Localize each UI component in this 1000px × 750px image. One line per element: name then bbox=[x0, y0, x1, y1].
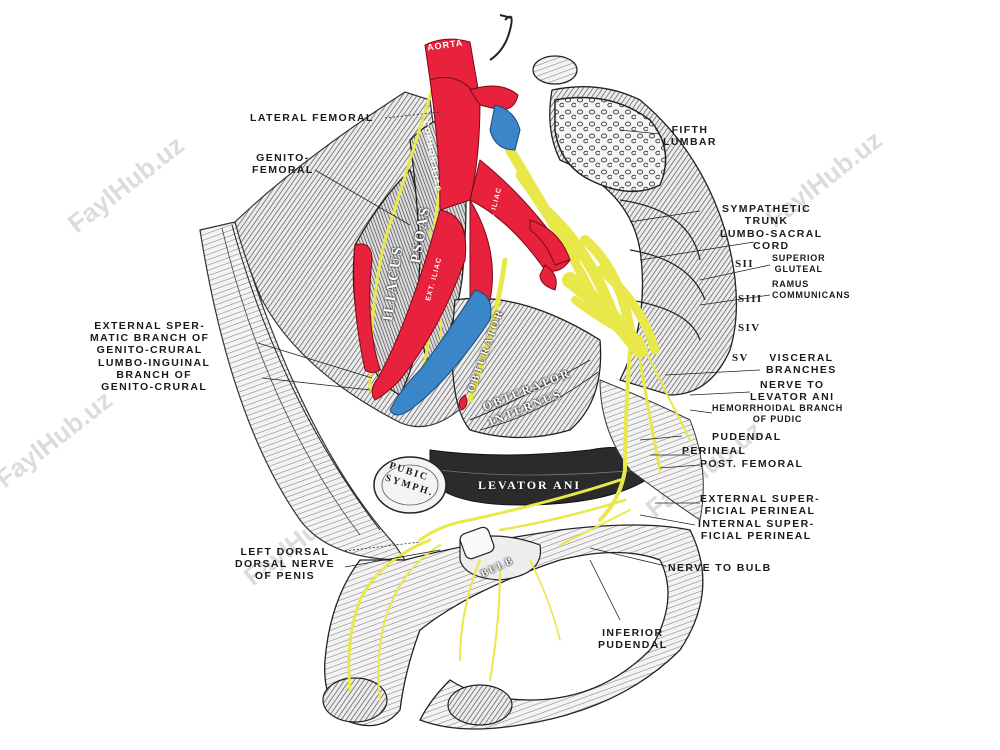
vertebra-cap bbox=[532, 55, 578, 85]
label-line: OF PENIS bbox=[254, 570, 316, 582]
post-femoral-label: POST. FEMORAL bbox=[700, 458, 804, 470]
label-line: VISCERAL bbox=[769, 352, 834, 364]
nerve-to-bulb-label: NERVE TO BULB bbox=[668, 562, 772, 574]
label-line: BRANCHES bbox=[766, 364, 837, 376]
lumbo-sacral-label: LUMBO-SACRAL CORD bbox=[720, 228, 823, 252]
glans-right bbox=[447, 684, 513, 726]
label-line: MATIC BRANCH OF bbox=[90, 332, 210, 344]
visceral-branches-label: VISCERAL BRANCHES bbox=[766, 352, 837, 376]
label-line: PUDENDAL bbox=[598, 639, 668, 651]
arteries bbox=[353, 38, 571, 411]
leader-lines bbox=[257, 111, 771, 621]
label-line: INTERNAL SUPER- bbox=[698, 518, 815, 530]
label-line: GLUTEAL bbox=[774, 264, 823, 274]
veins bbox=[389, 104, 521, 416]
left-dorsal-label: LEFT DORSAL DORSAL NERVE OF PENIS bbox=[235, 546, 335, 582]
perineal-label: PERINEAL bbox=[682, 445, 747, 457]
label-line: BRANCH OF bbox=[116, 369, 192, 381]
label-line: LUMBAR bbox=[663, 136, 717, 148]
label-line: INFERIOR bbox=[602, 627, 664, 639]
lumbo-inguinal-label: LUMBO-INGUINAL BRANCH OF GENITO-CRURAL bbox=[98, 357, 210, 393]
label-line: TRUNK bbox=[744, 215, 789, 227]
label-line: SUPERIOR bbox=[772, 253, 826, 263]
label-line: GENITO- bbox=[256, 152, 310, 164]
ramus-communicans-label: RAMUS COMMUNICANS bbox=[772, 279, 850, 301]
s2-label: SII bbox=[735, 258, 754, 270]
s4-label: SIV bbox=[738, 322, 761, 334]
lateral-femoral-label: LATERAL FEMORAL bbox=[250, 112, 374, 124]
sympathetic-trunk-label: SYMPATHETIC TRUNK bbox=[722, 203, 811, 227]
levator-ani-label: LEVATOR ANI bbox=[478, 478, 582, 492]
genito-femoral-label: GENITO- FEMORAL bbox=[252, 152, 314, 176]
label-line: EXTERNAL SPER- bbox=[94, 320, 206, 332]
retractor-hook bbox=[489, 15, 513, 61]
fifth-lumbar-label: FIFTH LUMBAR bbox=[663, 124, 717, 148]
external-iliac-vein bbox=[389, 289, 492, 416]
pubic-symphysis bbox=[373, 456, 447, 514]
pudendal-label: PUDENDAL bbox=[712, 431, 782, 443]
fifth-lumbar-vertebra bbox=[554, 96, 667, 193]
label-line: GENITO-CRURAL bbox=[101, 381, 208, 393]
label-line: LUMBO-SACRAL bbox=[720, 228, 823, 240]
nerve-to-levator-label: NERVE TO LEVATOR ANI bbox=[750, 379, 834, 403]
label-line: SYMPATHETIC bbox=[722, 203, 812, 215]
inferior-pudendal-label: INFERIOR PUDENDAL bbox=[598, 627, 668, 651]
label-line: HEMORRHOIDAL BRANCH bbox=[712, 403, 844, 413]
ext-superficial-perineal-label: EXTERNAL SUPER- FICIAL PERINEAL bbox=[700, 493, 820, 517]
label-line: COMMUNICANS bbox=[772, 290, 851, 300]
superior-gluteal-label: SUPERIOR GLUTEAL bbox=[772, 253, 825, 275]
right-common-iliac-vein bbox=[489, 104, 521, 151]
label-line: EXTERNAL SUPER- bbox=[700, 493, 820, 505]
common-iliac-artery bbox=[429, 77, 481, 211]
label-line: FEMORAL bbox=[252, 164, 314, 176]
label-line: CORD bbox=[753, 240, 790, 252]
int-superficial-perineal-label: INTERNAL SUPER- FICIAL PERINEAL bbox=[698, 518, 814, 542]
label-line: OF PUDIC bbox=[752, 414, 803, 424]
abdominal-wall bbox=[199, 221, 407, 561]
s3-label: SIII bbox=[738, 293, 763, 305]
glans-left bbox=[322, 677, 388, 723]
label-line: NERVE TO bbox=[759, 379, 825, 391]
label-line: FIFTH bbox=[671, 124, 709, 136]
s5-label: SV bbox=[732, 352, 749, 364]
hemorrhoidal-label: HEMORRHOIDAL BRANCH OF PUDIC bbox=[712, 403, 843, 425]
label-line: GENITO-CRURAL bbox=[96, 344, 203, 356]
label-line: LUMBO-INGUINAL bbox=[98, 357, 211, 369]
external-spermatic-label: EXTERNAL SPER- MATIC BRANCH OF GENITO-CR… bbox=[90, 320, 209, 356]
label-line: FICIAL PERINEAL bbox=[704, 505, 816, 517]
label-line: RAMUS bbox=[772, 279, 809, 289]
label-line: LEFT DORSAL bbox=[240, 546, 330, 558]
external-iliac-artery bbox=[371, 209, 467, 401]
label-line: DORSAL NERVE bbox=[235, 558, 335, 570]
penis bbox=[324, 524, 704, 730]
label-line: FICIAL PERINEAL bbox=[700, 530, 812, 542]
label-line: LEVATOR ANI bbox=[750, 391, 835, 403]
